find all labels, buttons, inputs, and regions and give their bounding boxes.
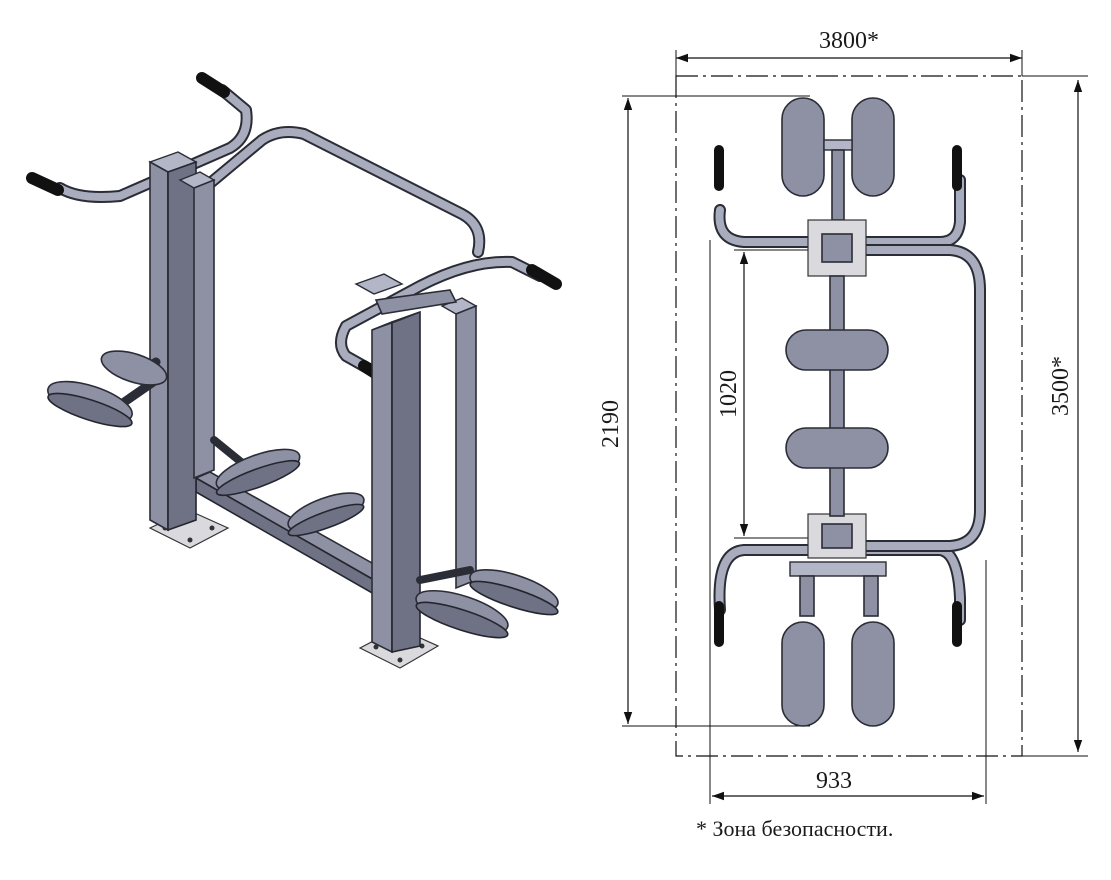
safety-zone-outline xyxy=(675,75,1023,757)
plan-columns xyxy=(789,219,887,617)
plan-pedals-bottom xyxy=(781,621,895,727)
zone-width-label: 3800* xyxy=(819,28,879,54)
pedal-set-left xyxy=(47,350,168,428)
pedal-travel-label: 1020 xyxy=(716,370,742,418)
pedal-set-center xyxy=(210,436,365,537)
grip-icon xyxy=(196,72,230,98)
plan-view: 3800* 3500* 2190 1020 933 xyxy=(598,28,1088,841)
column-right xyxy=(354,273,478,654)
isometric-view xyxy=(26,72,562,669)
overall-width-label: 933 xyxy=(816,768,852,794)
grip-icon xyxy=(26,172,64,196)
column-left xyxy=(148,151,216,532)
zone-length-label: 3500* xyxy=(1048,356,1074,416)
grip-icon xyxy=(526,264,562,290)
dimension-overall-length: 2190 xyxy=(598,95,810,727)
dimension-zone-width: 3800* xyxy=(675,28,1023,76)
dimension-overall-width: 933 xyxy=(709,240,987,804)
upper-arch-tube xyxy=(202,126,486,258)
pedal-set-right xyxy=(415,566,559,639)
dimension-pedal-travel: 1020 xyxy=(716,249,840,539)
handlebar-left xyxy=(26,72,253,203)
dimension-zone-length: 3500* xyxy=(1022,75,1088,757)
plan-pedals-top xyxy=(781,97,895,221)
overall-length-label: 2190 xyxy=(598,400,624,448)
safety-zone-note: * Зона безопасности. xyxy=(696,816,893,841)
plan-pedals-middle xyxy=(785,329,889,469)
